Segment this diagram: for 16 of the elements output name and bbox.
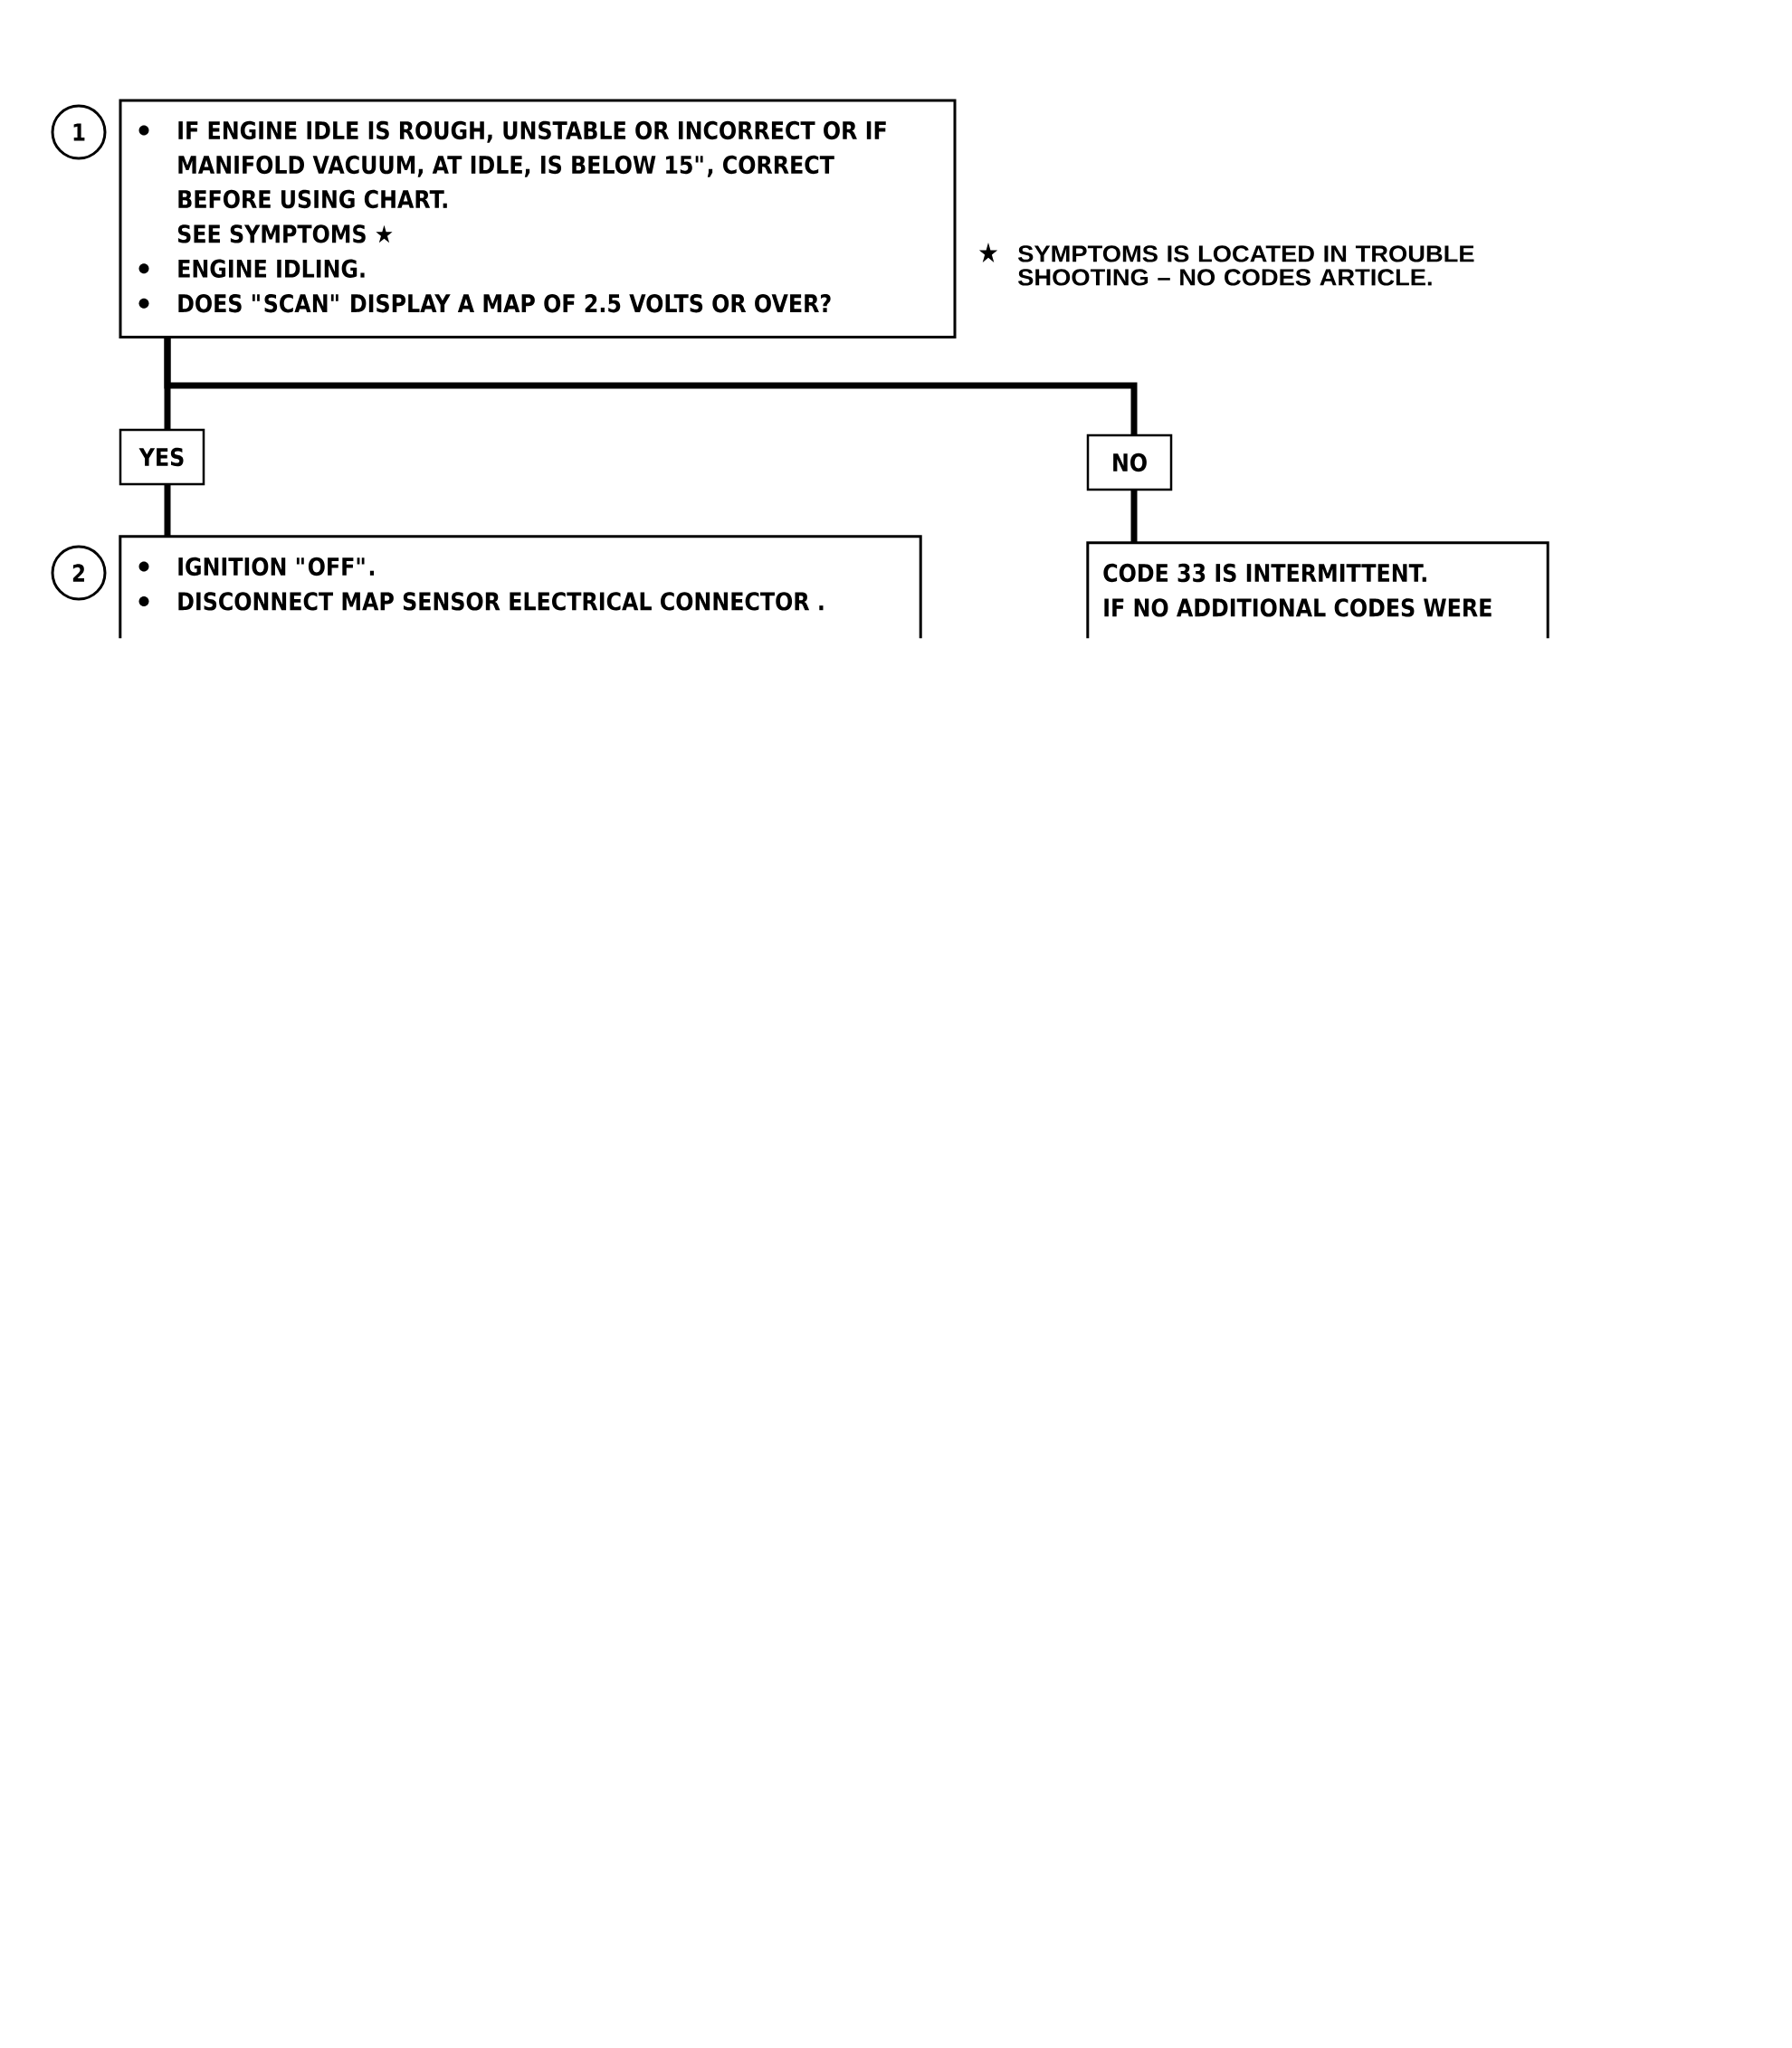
instruction-box bbox=[119, 535, 922, 639]
edge-label: YES bbox=[119, 428, 205, 486]
instruction-text: IGNITION "OFF". bbox=[178, 557, 375, 576]
instruction-text: CODE 33 IS INTERMITTENT. bbox=[1103, 563, 1426, 583]
step-number: 2 bbox=[51, 545, 107, 601]
instruction-text: IF NO ADDITIONAL CODES WERE bbox=[1104, 598, 1492, 617]
footnote-text: SYMPTOMS IS LOCATED IN TROUBLE SHOOTING – NO CODES ARTICLE. bbox=[1018, 245, 1474, 286]
instruction-text: DISCONNECT MAP SENSOR ELECTRICAL CONNECTOR . bbox=[178, 592, 824, 611]
instruction-text: SEE SYMPTOMS ★ bbox=[177, 224, 393, 243]
edge-label: NO bbox=[1086, 433, 1173, 491]
instruction-text: DOES "SCAN" DISPLAY A MAP OF 2.5 VOLTS OR OVER? bbox=[178, 293, 831, 313]
instruction-box bbox=[119, 99, 957, 339]
instruction-text: IF ENGINE IDLE IS ROUGH, UNSTABLE OR INCORRECT OR IF MANIFOLD VACUUM, AT IDLE, IS BELOW 15", CORRECT BEFORE USING CHART. bbox=[178, 120, 886, 209]
step-number: 1 bbox=[51, 104, 107, 160]
instruction-text: ENGINE IDLING. bbox=[178, 259, 365, 278]
instruction-box bbox=[1086, 541, 1549, 639]
